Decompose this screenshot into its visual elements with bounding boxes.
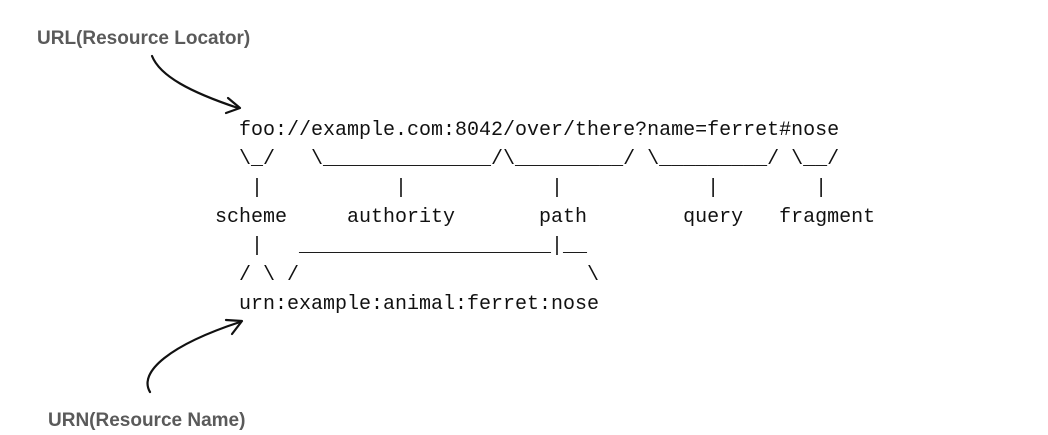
url-example-line: foo://example.com:8042/over/there?name=f…: [215, 119, 840, 142]
urn-brackets-line: / \ / \: [215, 264, 600, 287]
url-arrow-icon: [150, 54, 242, 115]
component-brackets-line: \_/ \______________/\_________/ \_______…: [215, 148, 840, 171]
urn-arrow-icon: [146, 318, 244, 394]
component-names-line: scheme authority path query fragment: [215, 206, 876, 229]
urn-example-line: urn:example:animal:ferret:nose: [215, 293, 600, 316]
url-callout-label: URL(Resource Locator): [37, 28, 251, 49]
uri-structure-diagram: foo://example.com:8042/over/there?name=f…: [215, 116, 875, 319]
urn-connector-line: | _____________________|__: [215, 235, 588, 258]
urn-callout-label: URN(Resource Name): [48, 410, 246, 431]
component-connectors-line: | | | | |: [215, 177, 828, 200]
